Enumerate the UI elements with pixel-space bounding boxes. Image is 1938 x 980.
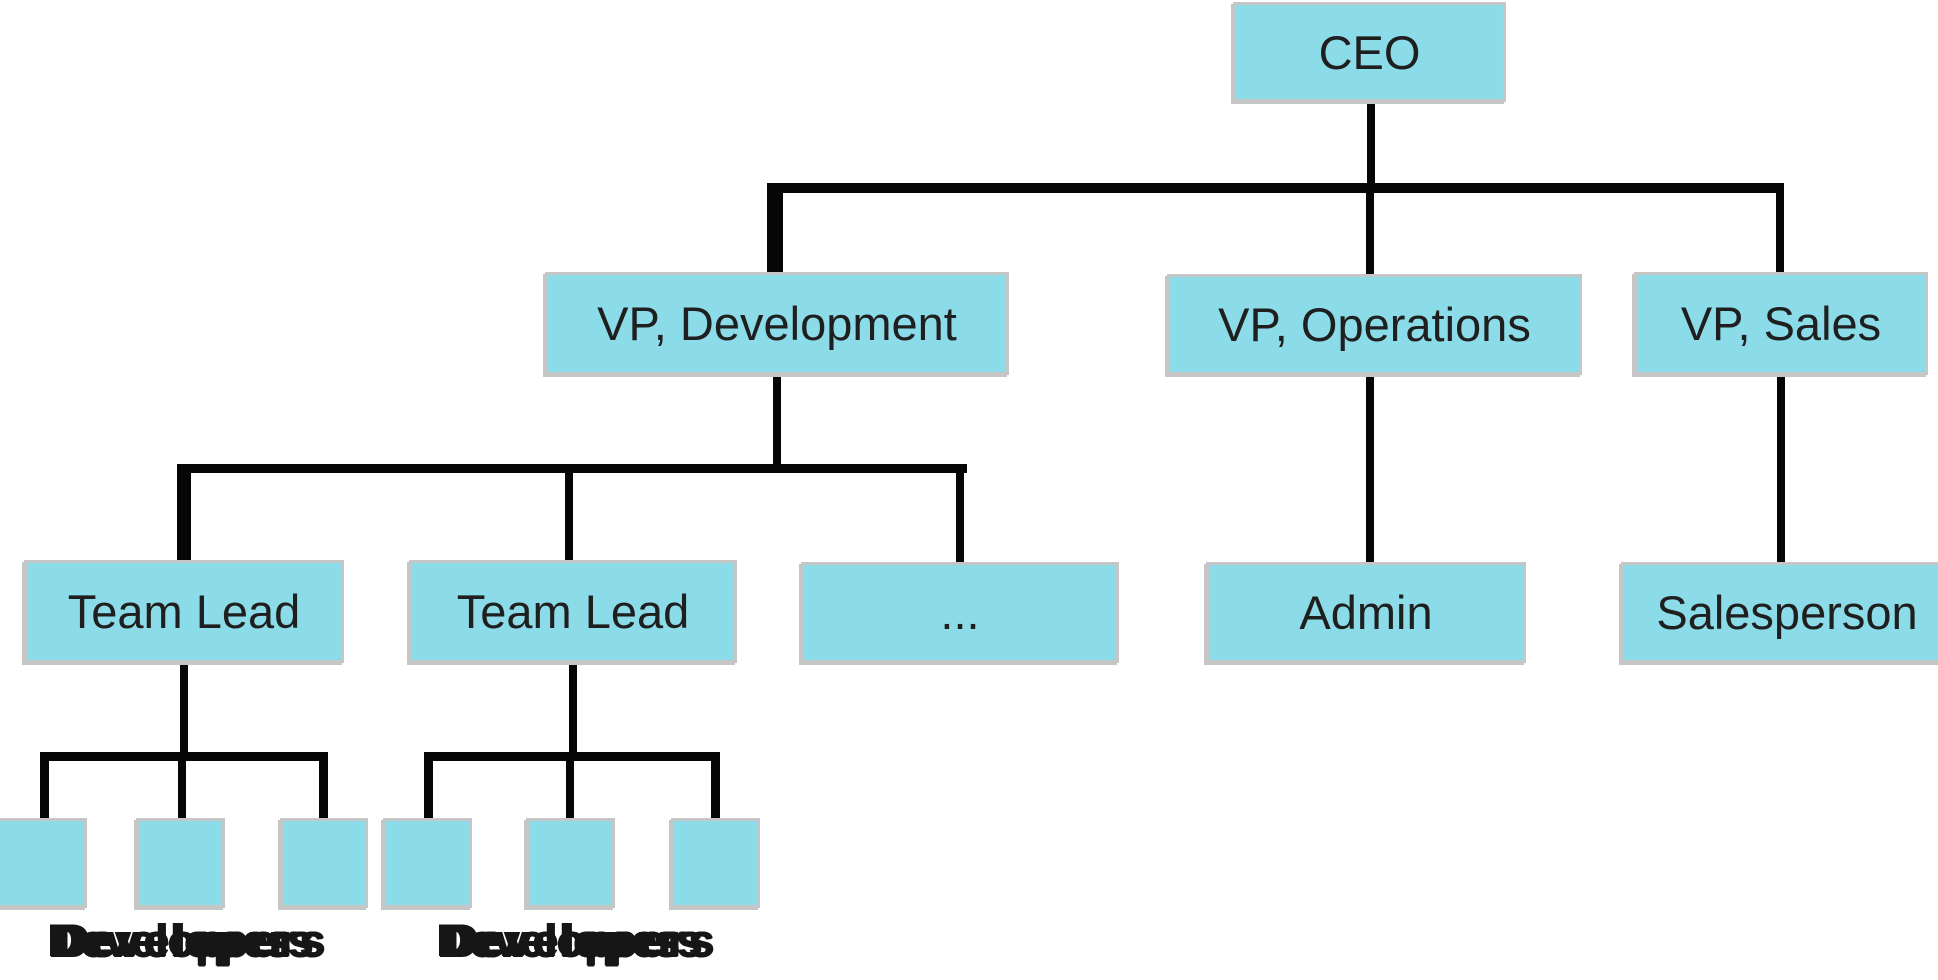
node-vp-sales-label: VP, Sales (1680, 297, 1882, 350)
node-developer-box-2 (136, 818, 225, 908)
connector-to-vp-operations (1366, 191, 1374, 275)
node-developer-box-3 (280, 818, 368, 908)
node-salesperson: Salesperson (1621, 562, 1938, 663)
node-developer-box-5 (526, 818, 615, 908)
connector-to-vp-development (767, 183, 783, 274)
node-team-lead-2: Team Lead (409, 560, 737, 663)
connector-group-1-drop-1 (40, 752, 49, 822)
connector-vp-operations-to-admin (1366, 374, 1374, 564)
connector-to-more (956, 472, 964, 564)
node-salesperson-label: Salesperson (1656, 586, 1918, 639)
node-admin: Admin (1206, 562, 1526, 663)
node-admin-label: Admin (1299, 586, 1433, 639)
connector-group-1-horizontal (40, 752, 328, 761)
node-vp-sales: VP, Sales (1634, 272, 1928, 375)
node-vp-development: VP, Development (545, 272, 1009, 375)
connector-team-lead-2-drop (569, 662, 577, 754)
node-developer-box-4 (383, 818, 472, 908)
connector-vp-development-drop (773, 374, 781, 467)
connector-to-team-lead-2 (565, 472, 573, 562)
node-team-lead-2-label: Team Lead (456, 585, 690, 638)
node-developer-box-6 (671, 818, 760, 908)
connector-group-1-drop-2 (178, 759, 186, 822)
node-developer-box-1 (0, 818, 87, 908)
connector-group-2-drop-3 (711, 752, 720, 822)
node-vp-development-label: VP, Development (597, 297, 957, 350)
connector-vp-sales-to-salesperson (1777, 374, 1785, 564)
connector-to-vp-sales (1776, 183, 1784, 274)
node-team-lead-1: Team Lead (24, 560, 344, 663)
connector-team-lead-1-drop (180, 662, 188, 754)
node-vp-operations-label: VP, Operations (1218, 298, 1531, 351)
node-team-lead-1-label: Team Lead (67, 585, 301, 638)
connector-group-2-drop-2 (566, 759, 574, 822)
connector-ceo-drop (1367, 101, 1375, 185)
node-vp-operations: VP, Operations (1167, 274, 1582, 375)
connector-vp-development-horizontal (177, 464, 967, 473)
developers-caption-1: Developers Developers Developers (48, 915, 329, 966)
node-ceo-label: CEO (1318, 25, 1421, 79)
node-ceo: CEO (1233, 2, 1506, 102)
connector-group-1-drop-3 (319, 752, 328, 822)
connector-ceo-horizontal (767, 183, 1783, 193)
node-more: ... (801, 562, 1119, 663)
connector-to-team-lead-1 (177, 464, 191, 562)
connector-group-2-horizontal (424, 752, 720, 761)
node-more-label: ... (940, 586, 980, 639)
developers-caption-2: Developers Developers Developers (437, 915, 718, 966)
connector-group-2-drop-1 (424, 752, 433, 822)
